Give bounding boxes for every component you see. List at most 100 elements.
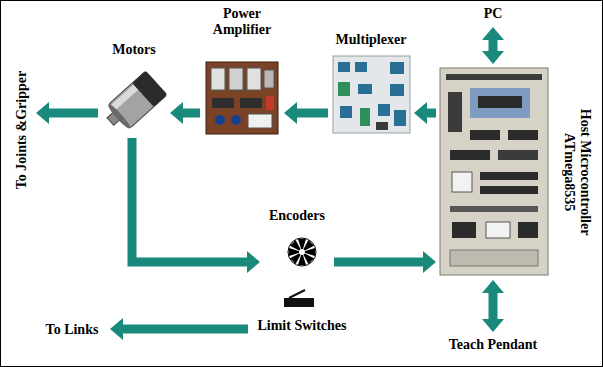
multiplexer-board-part <box>358 84 372 94</box>
microcontroller-board-part <box>480 186 538 194</box>
limit-switch-icon <box>284 290 314 307</box>
microcontroller-board-part <box>452 172 472 192</box>
microcontroller-board <box>440 68 548 275</box>
arrow-head <box>36 102 49 124</box>
arrow-head <box>423 251 436 273</box>
motor-picture-part-part <box>108 71 167 128</box>
arrow-shaft <box>489 39 498 52</box>
node-label: Multiplexer <box>336 32 407 48</box>
multiplexer-board-part <box>376 122 388 130</box>
power-amplifier-board-part <box>212 98 234 108</box>
node-label: Limit Switches <box>257 318 346 334</box>
multiplexer-board-part <box>390 84 404 96</box>
arrow-head <box>414 102 427 124</box>
multiplexer-node: Multiplexer <box>330 30 412 134</box>
microcontroller-board-part <box>480 172 538 180</box>
motor-picture-part <box>101 71 167 135</box>
flow-arrow <box>132 138 260 273</box>
links-output-node: To Links <box>36 320 108 341</box>
microcontroller-board-part <box>450 150 490 160</box>
limit-switch-icon-part <box>289 290 305 298</box>
power-amplifier-board-part <box>229 68 243 90</box>
microcontroller-board-part <box>452 222 476 238</box>
microcontroller-board-part <box>498 150 538 160</box>
microcontroller-board-part <box>478 96 522 108</box>
microcontroller-board-part <box>470 130 500 140</box>
microcontroller-board-part <box>450 250 538 266</box>
microcontroller-board-part <box>446 74 542 80</box>
node-label: Host Microcontroller ATmega8535 <box>560 90 592 255</box>
motor-picture-part-part <box>106 102 132 130</box>
arrow-shaft <box>334 258 424 267</box>
flow-arrow <box>110 318 248 340</box>
encoder-fan-icon-part <box>299 249 305 255</box>
motors-node: Motors <box>100 40 168 136</box>
joints-output-node: To Joints &Gripper <box>10 64 34 196</box>
microcontroller-board-part <box>518 222 538 238</box>
node-label: Motors <box>112 42 156 58</box>
arrow-shaft <box>182 109 200 118</box>
power-amplifier-board-part <box>247 68 261 90</box>
power-amplifier-board-part <box>215 115 225 125</box>
node-label: PC <box>484 6 503 22</box>
arrow-head <box>170 102 183 124</box>
flow-arrow <box>482 280 504 332</box>
limit-switches-node: Limit Switches <box>250 288 354 336</box>
power-amplifier-node: Power Amplifier <box>202 4 282 136</box>
power-amplifier-board-part <box>264 70 274 88</box>
arrow-shaft <box>122 325 248 334</box>
arrow-head <box>110 318 123 340</box>
multiplexer-board-part <box>378 104 390 116</box>
encoder-fan-icon <box>288 238 316 266</box>
pc-node: PC <box>478 4 508 25</box>
arrow-head <box>284 102 297 124</box>
arrow-head <box>482 27 504 40</box>
power-amplifier-board-part <box>240 98 262 108</box>
flow-arrow <box>36 102 98 124</box>
multiplexer-board <box>333 56 410 133</box>
motor-picture-part-part <box>132 71 167 107</box>
microcontroller-board-part <box>508 130 538 140</box>
multiplexer-board-part <box>394 110 406 126</box>
multiplexer-board-part <box>360 108 370 126</box>
microcontroller-board-part <box>486 222 510 238</box>
multiplexer-board-part <box>338 62 350 72</box>
arrow-shaft <box>489 292 498 320</box>
arrow-head <box>247 251 260 273</box>
flow-arrow <box>414 102 436 124</box>
limit-switch-icon-part <box>284 298 314 307</box>
multiplexer-board-part <box>338 82 350 96</box>
power-amplifier-board-part <box>231 115 241 125</box>
microcontroller-board-part <box>440 68 548 275</box>
node-label: Teach Pendant <box>449 337 538 353</box>
encoder-fan-icon-part <box>290 240 305 255</box>
power-amplifier-board <box>206 62 278 134</box>
flow-arrow <box>482 27 504 64</box>
arrow-shaft <box>132 138 248 262</box>
flow-arrow <box>170 102 200 124</box>
power-amplifier-board-part <box>206 62 278 134</box>
flow-arrow <box>284 102 328 124</box>
node-label: To Links <box>46 322 99 338</box>
multiplexer-board-part <box>340 106 352 118</box>
arrow-head <box>482 280 504 293</box>
multiplexer-board-part <box>355 62 367 72</box>
arrow-head <box>482 319 504 332</box>
microcontroller-board-part <box>470 88 530 118</box>
power-amplifier-board-part <box>211 68 225 90</box>
teach-pendant-node: Teach Pendant <box>439 334 547 356</box>
host-controller-node: Host Microcontroller ATmega8535 <box>438 66 596 278</box>
motor-picture <box>101 71 167 135</box>
arrow-shaft <box>48 109 98 118</box>
node-label: Power Amplifier <box>204 6 280 38</box>
microcontroller-board-part <box>448 92 462 132</box>
multiplexer-board-part <box>333 56 410 133</box>
multiplexer-board-part <box>390 62 404 74</box>
encoder-fan-icon-part <box>288 238 316 266</box>
arrow-shaft <box>426 109 436 118</box>
encoders-node: Encoders <box>262 206 332 272</box>
